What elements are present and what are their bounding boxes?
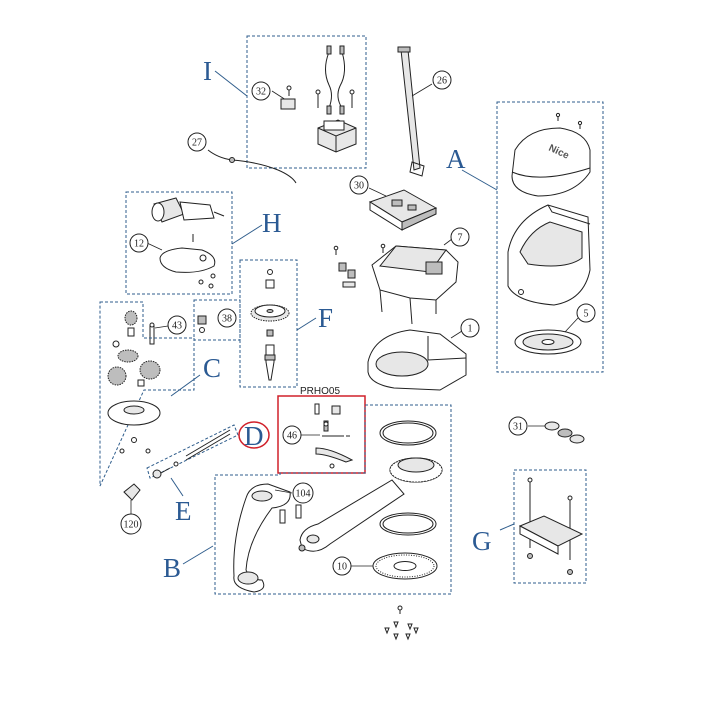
group-d-highlight-circle [238, 421, 270, 449]
part-30-control-board: 30 [349, 175, 438, 231]
group-letter-b: B [163, 553, 181, 583]
group-g: G [472, 469, 587, 584]
screw-icon [384, 605, 419, 641]
screw-icon [380, 243, 386, 253]
top-cover: Nice [511, 112, 591, 197]
callout-bubble-120 [120, 513, 142, 535]
gear-icon [250, 304, 290, 322]
part-7-upper-housing: 7 [333, 227, 470, 325]
part-120-clip: 120 [120, 483, 142, 535]
callout-120: 120 [124, 520, 139, 531]
transformer-icon [317, 119, 357, 153]
callout-32: 32 [256, 87, 266, 98]
callout-bubble-46 [282, 425, 302, 445]
callout-bubble-1 [460, 318, 480, 338]
callout-bubble-5 [576, 303, 596, 323]
gear-plate [159, 247, 216, 273]
screw-icon [333, 245, 339, 255]
callout-bubble-104 [292, 482, 314, 504]
wire-harness [315, 45, 355, 115]
callout-43: 43 [172, 321, 182, 332]
callout-38: 38 [222, 314, 232, 325]
screw-icon [192, 234, 216, 289]
part-1-base: 1 [367, 318, 480, 391]
gear-icon [389, 457, 443, 483]
callout-10: 10 [337, 562, 347, 573]
group-letter-i: I [203, 56, 212, 86]
group-letter-f: F [318, 303, 333, 333]
callout-bubble-26 [432, 70, 452, 90]
callout-26: 26 [437, 76, 447, 87]
callout-46: 46 [287, 431, 297, 442]
connector-block [280, 98, 296, 110]
motor-icon [151, 197, 225, 223]
group-c: C [99, 301, 221, 487]
group-i: I 32 [203, 35, 367, 169]
group-f: F [239, 259, 333, 388]
callout-bubble-27 [187, 132, 207, 152]
part-10-encoder-disc: 10 [332, 552, 438, 580]
gear-icon [107, 310, 161, 387]
callout-7: 7 [458, 233, 463, 244]
group-b: B 104 10 [163, 404, 452, 595]
callout-104: 104 [296, 489, 311, 500]
callout-bubble-31 [508, 416, 528, 436]
callout-bubble-7 [450, 227, 470, 247]
group-letter-e: E [175, 496, 192, 526]
callout-30: 30 [354, 181, 364, 192]
group-letter-h: H [262, 208, 282, 238]
callout-31: 31 [513, 422, 523, 433]
group-letter-g: G [472, 526, 492, 556]
part-38: 38 [193, 299, 241, 341]
part-26-strap: 26 [397, 46, 452, 177]
callout-27: 27 [192, 138, 202, 149]
group-a: A Nice 5 [446, 101, 604, 373]
callout-bubble-10 [332, 556, 352, 576]
callout-bubble-38 [217, 308, 237, 328]
gear-icon [197, 315, 207, 325]
group-letter-d: D [244, 421, 264, 451]
long-arm [299, 479, 405, 552]
group-letter-c: C [203, 353, 221, 383]
callout-bubble-43 [167, 315, 187, 335]
output-flange [107, 400, 161, 454]
screw-icon [286, 85, 292, 96]
small-clips [333, 243, 386, 288]
group-d: PRHO05 D 46 [238, 386, 366, 474]
group-h: H 12 [125, 191, 282, 295]
group-e: E [146, 424, 239, 526]
part-43: 43 [149, 315, 187, 345]
part-27-wire: 27 [187, 132, 297, 184]
kit-code: PRHO05 [300, 386, 340, 397]
callout-bubble-32 [251, 81, 271, 101]
group-letter-a: A [446, 144, 466, 174]
housing-cover [507, 204, 591, 306]
screw-icon [152, 461, 179, 479]
callout-bubble-30 [349, 175, 369, 195]
callout-bubble-12 [129, 233, 149, 253]
callout-12: 12 [134, 239, 144, 250]
callout-1: 1 [468, 324, 473, 335]
part-5-disc: 5 [514, 303, 596, 355]
part-31-washers: 31 [508, 416, 585, 444]
callout-5: 5 [584, 309, 589, 320]
